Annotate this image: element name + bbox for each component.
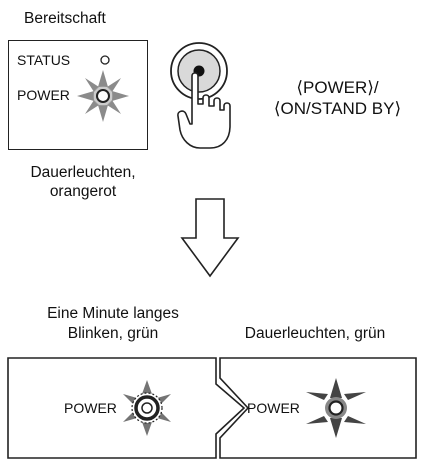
pressing-hand-icon (177, 72, 231, 149)
standby-indicator-panel: STATUS POWER (8, 40, 148, 150)
steady-power-led-icon (306, 378, 366, 438)
power-button-icon (170, 42, 228, 100)
blinking-caption-line2: Blinken, grün (67, 325, 159, 342)
blinking-panel-shape (7, 357, 246, 459)
result-panels (7, 357, 417, 459)
blinking-power-led-icon (123, 380, 171, 436)
steady-panel-power-label: POWER (247, 400, 300, 416)
power-button-press-illustration (170, 42, 231, 149)
standby-caption: Bereitschaft (24, 10, 106, 27)
status-led-icon (100, 55, 110, 65)
steady-caption: Dauerleuchten, grün (244, 325, 386, 342)
steady-panel-shape (219, 357, 417, 459)
power-label: POWER (17, 87, 70, 103)
down-arrow-icon (180, 198, 240, 278)
power-led-glow-icon (77, 70, 129, 122)
status-label: STATUS (17, 52, 71, 68)
power-button-label-line2: ⟨ON/STAND BY⟩ (273, 99, 402, 118)
blinking-caption-line1: Eine Minute langes (47, 305, 179, 322)
blinking-panel-power-label: POWER (64, 400, 117, 416)
standby-description-line2: orangerot (49, 183, 117, 200)
standby-led-svg (77, 55, 129, 122)
standby-description-line1: Dauerleuchten, (30, 164, 136, 181)
power-button-label-line1: ⟨POWER⟩/ (296, 78, 379, 97)
